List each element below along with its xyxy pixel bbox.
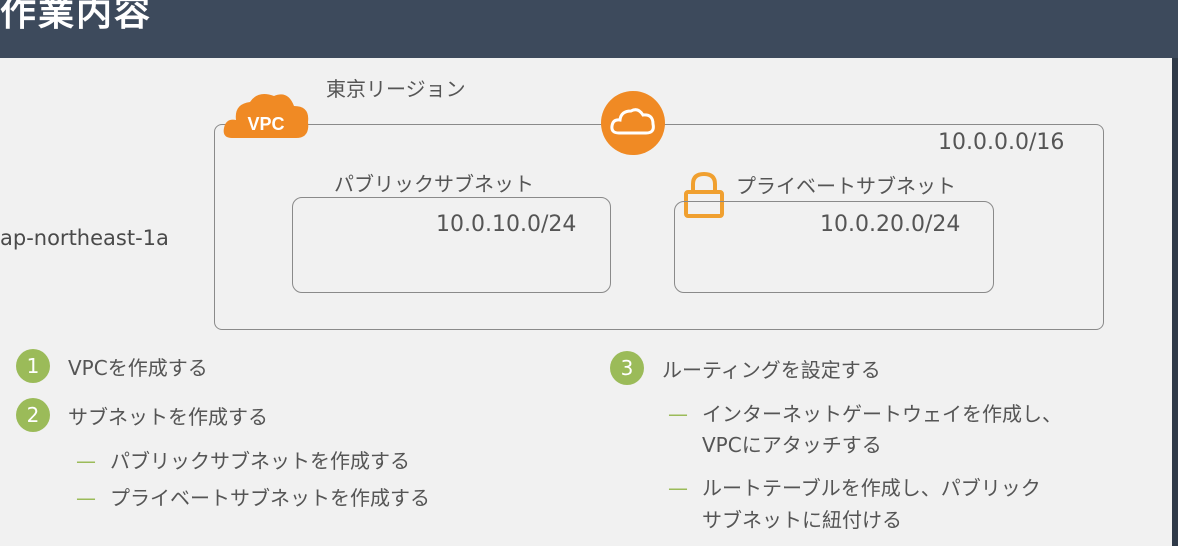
step-2-number: 2: [16, 398, 50, 432]
header-bar: 作業内容: [0, 0, 1178, 58]
vpc-cloud-icon: VPC: [223, 94, 309, 138]
private-subnet-label: プライベートサブネット: [736, 174, 956, 198]
step-3: 3 ルーティングを設定する: [610, 351, 881, 385]
page-title: 作業内容: [0, 0, 153, 34]
vpc-badge-label: VPC: [247, 114, 284, 134]
public-subnet-label: パブリックサブネット: [334, 172, 534, 196]
step-3-sub-2: —ルートテーブルを作成し、パブリック: [668, 476, 1041, 500]
step-3-sub-1-cont: VPCにアタッチする: [702, 433, 882, 457]
public-subnet-cidr: 10.0.10.0/24: [436, 212, 577, 237]
step-1: 1 VPCを作成する: [16, 349, 208, 383]
dash-icon: —: [668, 476, 688, 500]
region-cloud-icon: [601, 91, 665, 155]
step-2-sub-1: —パブリックサブネットを作成する: [76, 449, 410, 473]
step-3-sub-2-cont: サブネットに紐付ける: [702, 508, 902, 532]
private-subnet-cidr: 10.0.20.0/24: [820, 212, 961, 237]
step-3-sub-1: —インターネットゲートウェイを作成し、: [668, 402, 1062, 426]
private-subnet-box: [674, 201, 994, 293]
step-2-sub-2: —プライベートサブネットを作成する: [76, 486, 430, 510]
lock-icon: [684, 171, 724, 218]
right-edge-bar: [1172, 58, 1178, 546]
availability-zone-label: ap-northeast-1a: [0, 226, 169, 250]
dash-icon: —: [76, 486, 96, 510]
step-3-text: ルーティングを設定する: [662, 357, 881, 382]
public-subnet-box: [292, 197, 611, 293]
dash-icon: —: [76, 449, 96, 473]
step-2: 2 サブネットを作成する: [16, 398, 268, 432]
vpc-cidr: 10.0.0.0/16: [938, 130, 1065, 155]
step-2-text: サブネットを作成する: [68, 404, 268, 429]
region-label: 東京リージョン: [326, 77, 466, 101]
step-1-number: 1: [16, 349, 50, 383]
step-3-number: 3: [610, 351, 644, 385]
dash-icon: —: [668, 402, 688, 426]
step-1-text: VPCを作成する: [68, 355, 208, 380]
